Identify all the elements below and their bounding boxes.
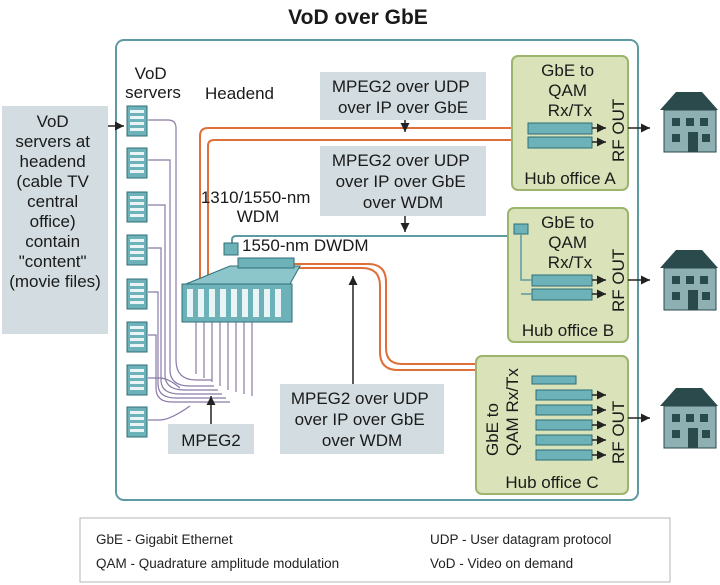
callout-mid-text: MPEG2 over UDP over IP over GbE over WDM [332,151,474,212]
hub-c-name: Hub office C [505,473,598,492]
fiber-links [199,127,567,378]
wdm-label: 1310/1550-nm WDM [201,188,315,226]
legend-box [79,517,671,583]
callout-top-box [320,72,486,120]
hub-b-gbe-label: GbE to QAM Rx/Tx [541,213,599,272]
hub-a-name: Hub office A [524,169,616,188]
hub-b-name: Hub office B [522,321,614,340]
side-note-text: VoD servers at headend (cable TV central… [9,112,101,291]
callout-top-text: MPEG2 over UDP over IP over GbE [332,77,474,117]
hub-office-b: GbE to QAM Rx/Tx RF OUT Hub office B [507,207,629,343]
hub-office-a: GbE to QAM Rx/Tx RF OUT Hub office A [511,55,629,191]
vod-server-icon [126,406,148,438]
hub-c-rf-out: RF OUT [609,401,628,464]
legend-gbe: GbE - Gigabit Ethernet [96,532,233,547]
gbe-switch-chassis [181,265,301,323]
server-cables [148,119,253,421]
dwdm-mux-icon [223,242,295,269]
vod-server-icon [126,191,148,223]
side-note-box [2,106,108,334]
diagram-title: VoD over GbE [288,6,428,29]
callout-bottom-text: MPEG2 over UDP over IP over GbE over WDM [291,389,433,450]
hub-a-gbe-label: GbE to QAM Rx/Tx [541,61,599,120]
vod-server-icon [126,147,148,179]
dwdm-label: 1550-nm DWDM [242,236,369,255]
legend-vod: VoD - Video on demand [430,556,573,571]
house-icon [660,92,718,153]
vod-server-stack [126,105,148,438]
vod-server-icon [126,278,148,310]
vod-server-icon [126,321,148,353]
mpeg2-label: MPEG2 [181,431,241,450]
hub-a-rf-out: RF OUT [609,99,628,162]
callout-bottom-box [280,384,444,454]
house-icon [660,250,718,311]
mpeg2-box [168,424,254,454]
callout-mid-box [320,146,486,216]
vod-server-icon [126,105,148,137]
hub-office-c: GbE to QAM Rx/Tx RF OUT Hub office C [475,355,629,495]
legend-qam: QAM - Quadrature amplitude modulation [96,556,339,571]
hub-b-rf-out: RF OUT [609,249,628,312]
headend-label: Headend [205,84,274,103]
legend-udp: UDP - User datagram protocol [430,532,611,547]
hub-c-gbe-label: GbE to QAM Rx/Tx [483,368,522,456]
vod-server-icon [126,234,148,266]
vod-servers-label: VoD servers [125,64,181,102]
vod-server-icon [126,364,148,396]
house-icon [660,388,718,449]
